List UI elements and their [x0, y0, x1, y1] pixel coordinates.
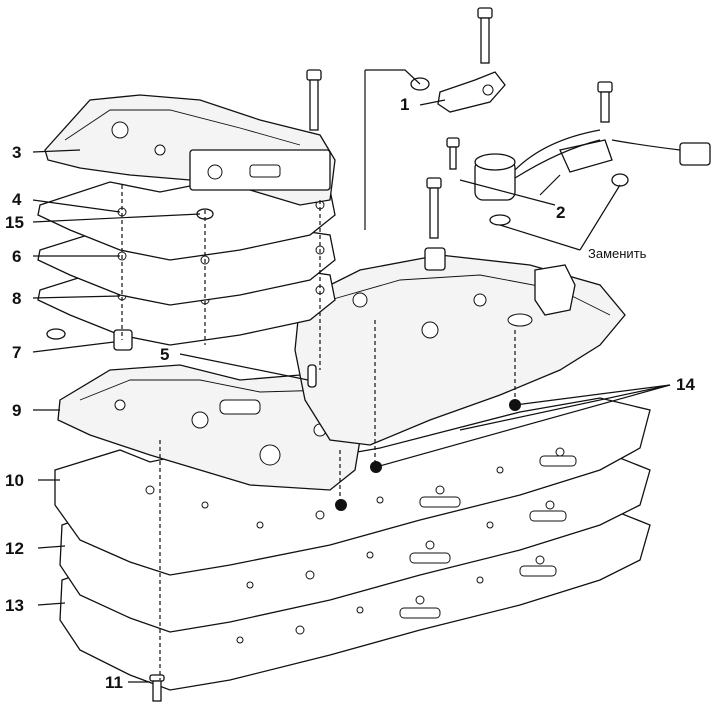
callout-6: 6 [12, 247, 21, 266]
bolt-top-center [306, 69, 322, 131]
callout-12: 12 [5, 539, 24, 558]
bolt-solenoid-left [446, 137, 460, 170]
bolt-solenoid [597, 81, 613, 123]
bolt-main-body [426, 177, 442, 239]
callout-11: 11 [105, 673, 123, 692]
marker-dot [335, 499, 347, 511]
callout-4: 4 [12, 190, 22, 209]
main-valve-body [294, 247, 626, 446]
bolt-top-right [477, 7, 493, 64]
callout-8: 8 [12, 289, 21, 308]
callout-13: 13 [5, 596, 24, 615]
upper-valve-body [44, 94, 336, 206]
replace-note: Заменить [588, 246, 647, 261]
bolt-11 [149, 674, 165, 702]
solenoid-2 [474, 129, 711, 226]
callout-5: 5 [160, 345, 169, 364]
callout-9: 9 [12, 401, 21, 420]
callout-3: 3 [12, 143, 21, 162]
callout-10: 10 [5, 471, 24, 490]
pin-5 [307, 364, 317, 388]
callout-1: 1 [400, 95, 409, 114]
pressure-tube-1 [410, 71, 506, 113]
lower-valve-body [57, 364, 361, 491]
filter-7 [46, 328, 133, 351]
callout-7: 7 [12, 343, 21, 362]
callout-15: 15 [5, 213, 24, 232]
callout-2: 2 [556, 203, 565, 222]
callout-14: 14 [676, 375, 695, 394]
